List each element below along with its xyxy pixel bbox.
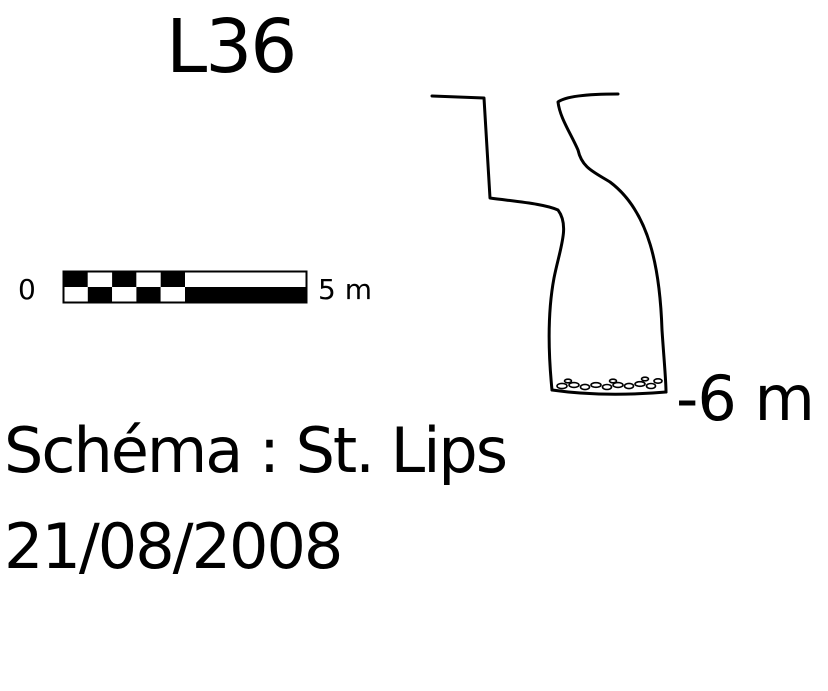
scale-segment [136,271,161,287]
cave-floor [550,388,668,396]
scale-bar [62,270,308,304]
depth-label: -6 m [676,362,815,435]
scale-segment [63,287,88,303]
scale-segment [112,271,137,287]
survey-date: 21/08/2008 [4,510,343,583]
cave-id-title: L36 [166,4,297,90]
cave-outline [430,92,668,396]
scale-segment [87,271,113,287]
scale-frame [62,270,308,304]
author-credit: Schéma : St. Lips [4,414,508,487]
scale-end-label: 5 m [318,273,372,306]
scale-segment [63,271,88,287]
scale-segment [185,271,307,287]
floor-debris [556,376,663,391]
scale-segment [136,287,161,303]
scale-segment [160,271,185,287]
cave-right-wall [556,92,668,394]
scale-segment [112,287,137,303]
scale-segment [87,287,113,303]
scale-segment [185,287,307,303]
scale-segment [160,287,185,303]
scale-start-label: 0 [18,273,36,306]
cave-left-wall [430,94,566,392]
